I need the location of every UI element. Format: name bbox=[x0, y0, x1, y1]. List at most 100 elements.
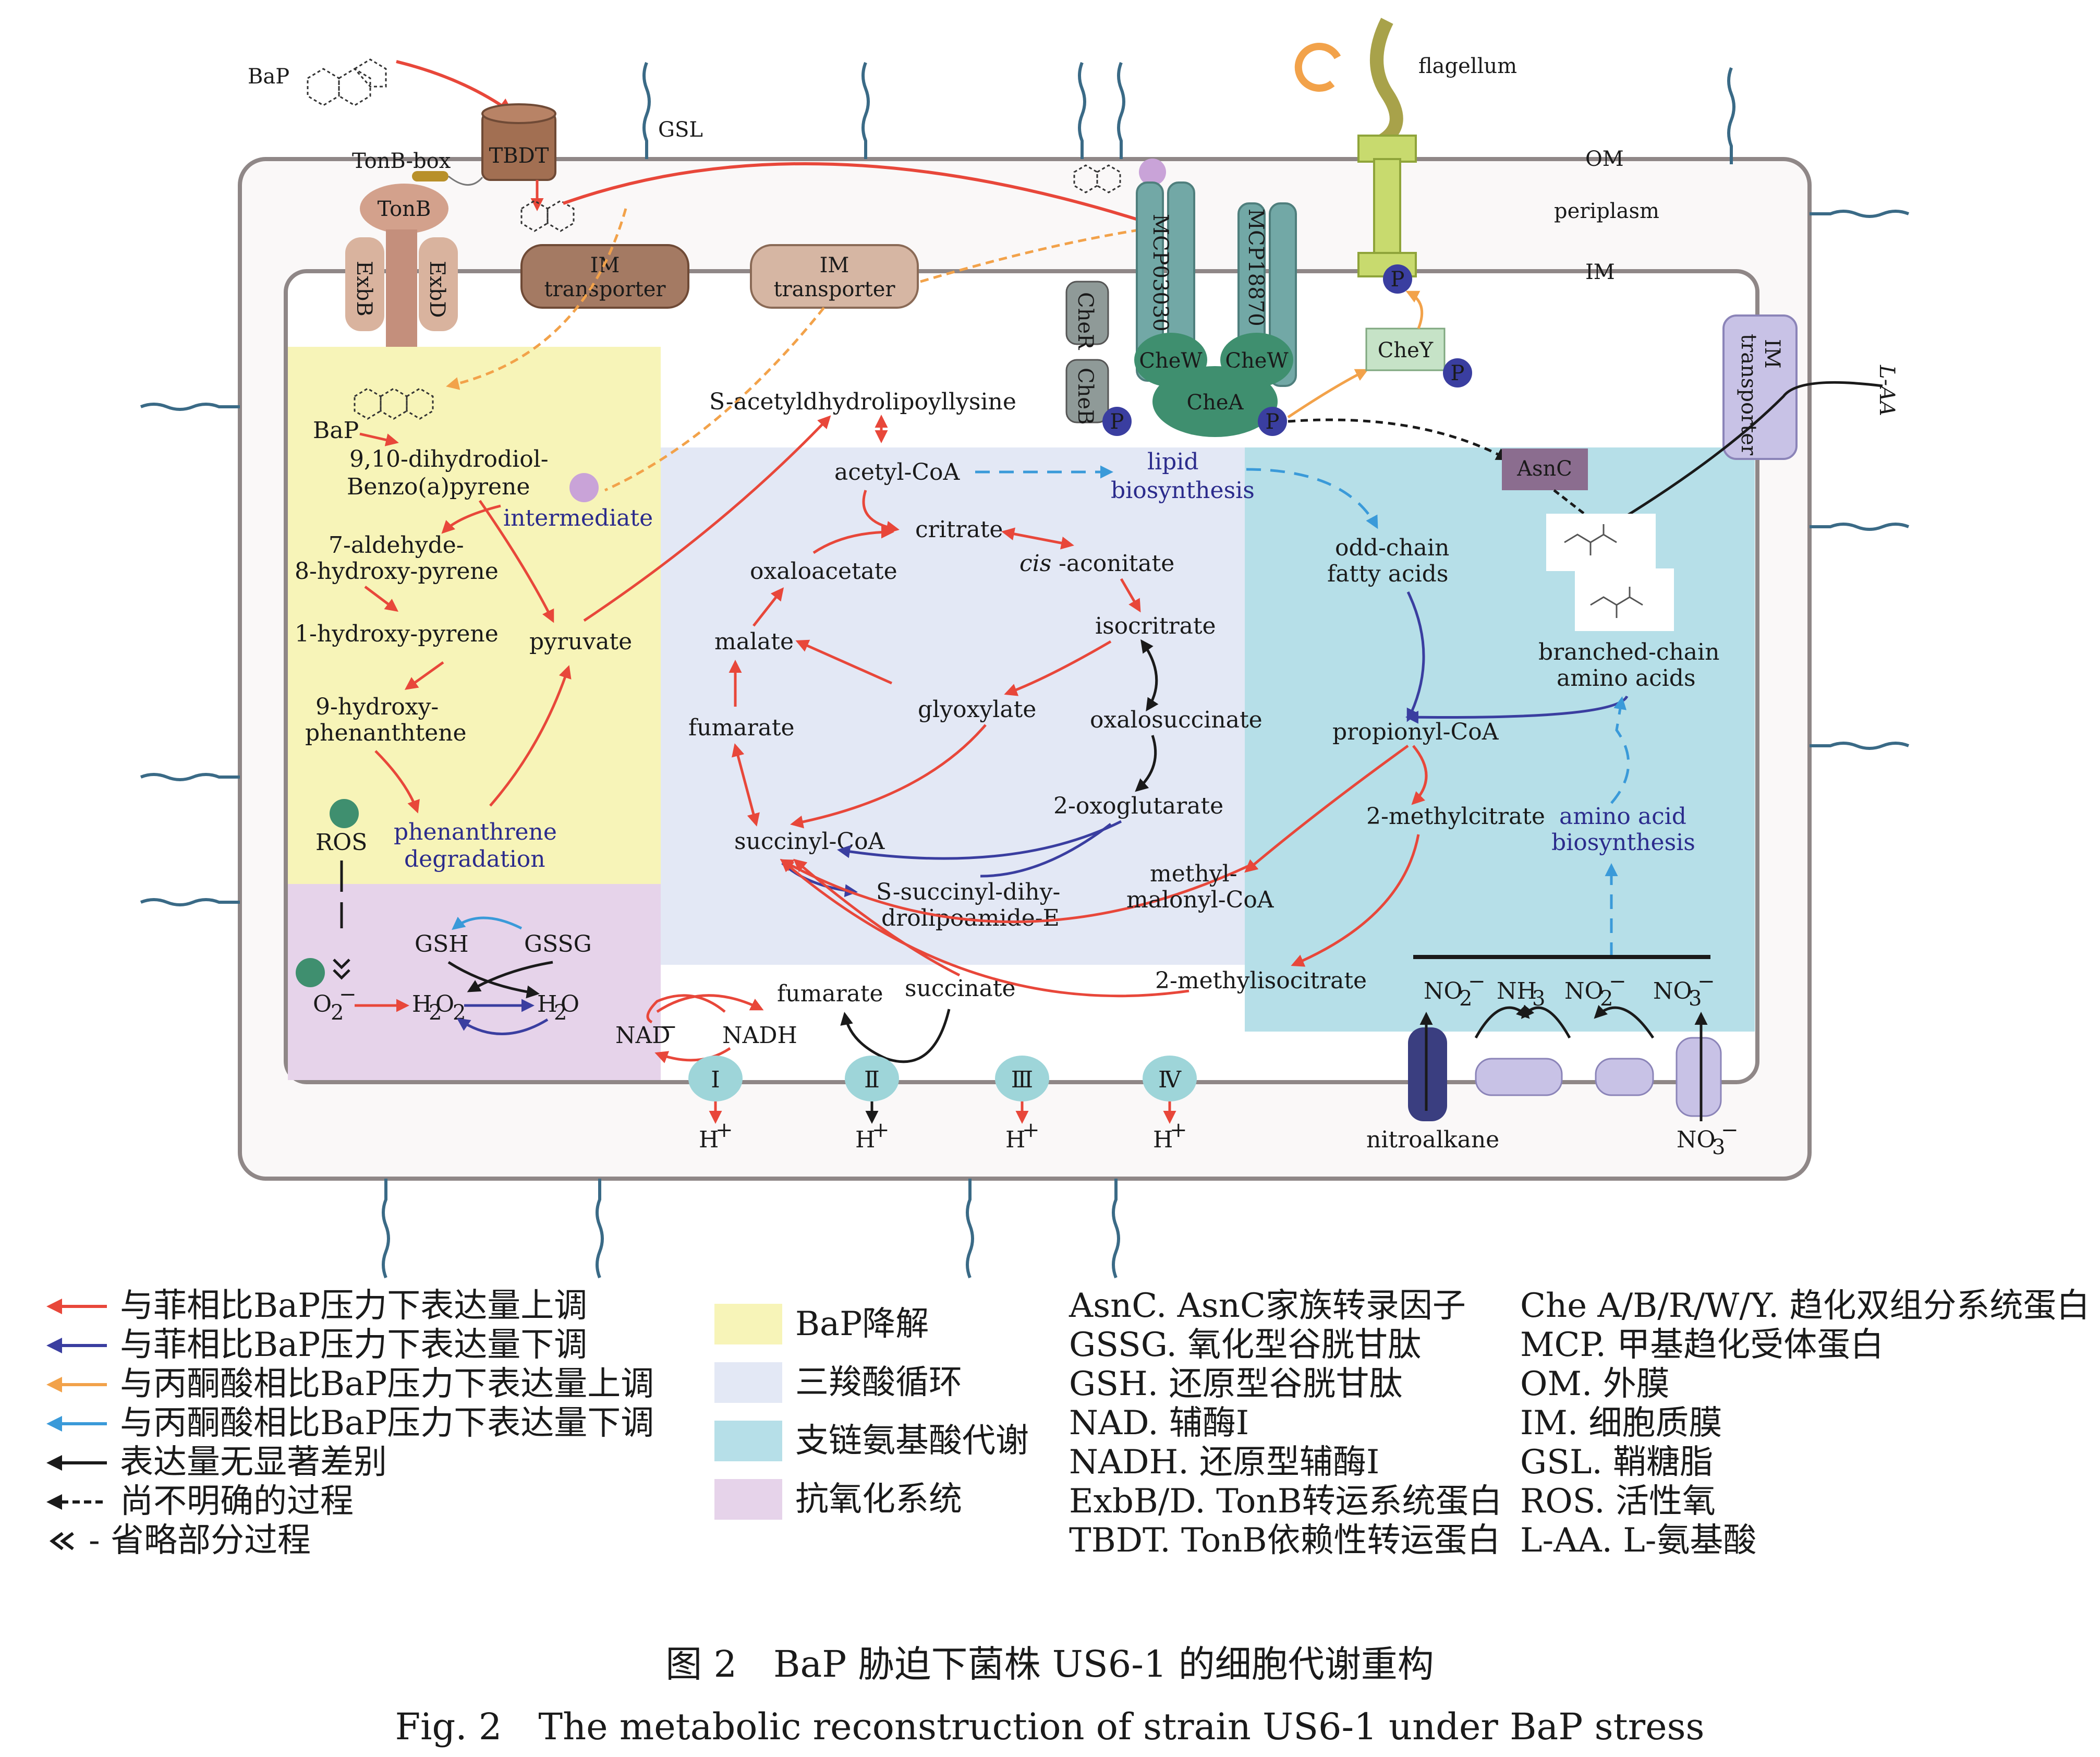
svg-text:ExbD: ExbD bbox=[425, 261, 449, 318]
im-transporter-1: IM transporter bbox=[520, 244, 689, 309]
svg-text:−: − bbox=[339, 983, 357, 1007]
bap-molecule-icon bbox=[307, 58, 387, 106]
caption-chinese: 图 2 BaP 胁迫下菌株 US6-1 的细胞代谢重构 bbox=[665, 1643, 1434, 1686]
svg-text:表达量无显著差别: 表达量无显著差别 bbox=[120, 1443, 387, 1482]
gsl-label: GSL bbox=[658, 118, 703, 142]
tonb-box-label: TonB-box bbox=[352, 149, 451, 173]
svg-text:BaP: BaP bbox=[313, 417, 359, 444]
svg-text:Ⅳ: Ⅳ bbox=[1158, 1067, 1182, 1093]
svg-text:NO: NO bbox=[1653, 978, 1692, 1004]
svg-text:与菲相比BaP压力下表达量上调: 与菲相比BaP压力下表达量上调 bbox=[120, 1287, 587, 1325]
region-bcaa-metabolism bbox=[1245, 447, 1755, 1032]
svg-text:H: H bbox=[1153, 1126, 1173, 1153]
tca-cycle: S-acetyldhydrolipoyllysine acetyl-CoA li… bbox=[688, 389, 1378, 1063]
svg-text:H: H bbox=[537, 991, 557, 1017]
svg-text:transporter: transporter bbox=[773, 277, 895, 301]
svg-text:phenanthrene: phenanthrene bbox=[394, 819, 557, 845]
svg-text:branched-chain: branched-chain bbox=[1538, 639, 1719, 665]
svg-text:3: 3 bbox=[1689, 987, 1702, 1011]
svg-text:fatty acids: fatty acids bbox=[1327, 561, 1448, 587]
svg-text:oxaloacetate: oxaloacetate bbox=[750, 558, 897, 585]
svg-text:L-AA. L-氨基酸: L-AA. L-氨基酸 bbox=[1520, 1521, 1756, 1560]
svg-text:- 省略部分过程: - 省略部分过程 bbox=[89, 1521, 311, 1560]
legend-abbreviations-1: AsnC. AsnC家族转录因子 GSSG. 氧化型谷胱甘肽 GSH. 还原型谷… bbox=[1069, 1287, 1502, 1560]
cell bbox=[238, 157, 1812, 1181]
svg-text:transporter: transporter bbox=[1737, 334, 1761, 456]
nitrogen-transporters: nitroalkane NO 3 − bbox=[1366, 1012, 1739, 1159]
intermediate-dot bbox=[569, 473, 599, 502]
svg-text:IM: IM bbox=[820, 253, 849, 277]
svg-text:fumarate: fumarate bbox=[777, 980, 883, 1007]
svg-text:2: 2 bbox=[331, 1001, 344, 1025]
svg-text:+: + bbox=[715, 1118, 733, 1142]
svg-text:ExbB/D. TonB转运系统蛋白: ExbB/D. TonB转运系统蛋白 bbox=[1069, 1482, 1502, 1521]
svg-text:H: H bbox=[1005, 1126, 1025, 1153]
cher bbox=[1065, 281, 1109, 345]
svg-text:oxalosuccinate: oxalosuccinate bbox=[1090, 707, 1263, 733]
svg-text:与丙酮酸相比BaP压力下表达量上调: 与丙酮酸相比BaP压力下表达量上调 bbox=[120, 1365, 654, 1403]
svg-text:与丙酮酸相比BaP压力下表达量下调: 与丙酮酸相比BaP压力下表达量下调 bbox=[120, 1404, 654, 1443]
antioxidant-system: O 2 − H 2 O 2 H 2 O GSH GSSG bbox=[296, 861, 592, 1035]
tonb-box bbox=[412, 171, 448, 181]
svg-text:O: O bbox=[435, 991, 454, 1017]
svg-text:BaP降解: BaP降解 bbox=[795, 1305, 929, 1343]
svg-text:transporter: transporter bbox=[544, 277, 666, 301]
svg-text:3: 3 bbox=[1712, 1135, 1725, 1159]
bap-outside-label: BaP bbox=[248, 65, 289, 89]
svg-text:malonyl-CoA: malonyl-CoA bbox=[1126, 887, 1274, 913]
svg-text:−: − bbox=[1697, 970, 1715, 993]
svg-text:AsnC: AsnC bbox=[1516, 457, 1572, 481]
svg-text:GSH. 还原型谷胱甘肽: GSH. 还原型谷胱甘肽 bbox=[1069, 1365, 1402, 1403]
svg-text:cis: cis bbox=[1019, 550, 1051, 577]
asnc bbox=[1502, 449, 1588, 490]
svg-text:Che A/B/R/W/Y. 趋化双组分系统蛋白: Che A/B/R/W/Y. 趋化双组分系统蛋白 bbox=[1520, 1287, 2090, 1325]
svg-text:抗氧化系统: 抗氧化系统 bbox=[795, 1480, 962, 1519]
svg-text:+: + bbox=[872, 1118, 890, 1142]
region-bap-degradation bbox=[288, 347, 661, 884]
legend-regions: BaP降解 三羧酸循环 支链氨基酸代谢 抗氧化系统 bbox=[714, 1304, 1029, 1520]
svg-text:9,10-dihydrodiol-: 9,10-dihydrodiol- bbox=[349, 446, 549, 472]
flagellum-label: flagellum bbox=[1418, 54, 1517, 78]
svg-text:三羧酸循环: 三羧酸循环 bbox=[795, 1363, 962, 1402]
cher-label: CheR bbox=[1073, 292, 1097, 350]
bcaa-metabolism: odd-chain fatty acids branched-chain ami… bbox=[1126, 535, 1719, 1039]
svg-text:AsnC. AsnC家族转录因子: AsnC. AsnC家族转录因子 bbox=[1069, 1287, 1466, 1325]
svg-text:尚不明确的过程: 尚不明确的过程 bbox=[120, 1482, 354, 1521]
bap-mcp-icon bbox=[1073, 164, 1121, 193]
svg-text:OM. 外膜: OM. 外膜 bbox=[1520, 1365, 1670, 1403]
svg-text:O: O bbox=[313, 991, 332, 1017]
chey bbox=[1365, 328, 1446, 371]
svg-text:TonB: TonB bbox=[378, 197, 431, 221]
svg-text:Benzo(a)pyrene: Benzo(a)pyrene bbox=[347, 474, 530, 500]
svg-text:pyruvate: pyruvate bbox=[529, 628, 632, 655]
svg-text:P: P bbox=[1110, 410, 1124, 434]
svg-text:+: + bbox=[1022, 1118, 1040, 1142]
tonb-complex: TonB ExbB ExbD bbox=[345, 184, 458, 347]
periplasm-label: periplasm bbox=[1554, 199, 1659, 223]
svg-text:amino acid: amino acid bbox=[1559, 803, 1686, 830]
svg-text:MCP03030: MCP03030 bbox=[1148, 214, 1172, 332]
bap-periplasm-icon bbox=[520, 200, 575, 232]
svg-text:NO: NO bbox=[1424, 978, 1463, 1004]
svg-text:−: − bbox=[1468, 970, 1486, 993]
l-aa-label: L-AA bbox=[1875, 365, 1899, 416]
svg-text:+: + bbox=[1170, 1118, 1187, 1142]
svg-text:methyl-: methyl- bbox=[1150, 861, 1237, 887]
bap-degradation-pathway: BaP 9,10-dihydrodiol- Benzo(a)pyrene int… bbox=[295, 387, 831, 873]
svg-text:IM: IM bbox=[1760, 339, 1784, 369]
om-label: OM bbox=[1585, 147, 1624, 171]
svg-text:S-acetyldhydrolipoyllysine: S-acetyldhydrolipoyllysine bbox=[709, 389, 1016, 415]
tbdt: TBDT bbox=[481, 103, 556, 181]
svg-text:P: P bbox=[1451, 361, 1465, 385]
svg-text:Ⅰ: Ⅰ bbox=[711, 1067, 720, 1093]
legend: 与菲相比BaP压力下表达量上调 与菲相比BaP压力下表达量下调 与丙酮酸相比Ba… bbox=[46, 1287, 2090, 1560]
svg-text:1-hydroxy-pyrene: 1-hydroxy-pyrene bbox=[295, 621, 499, 647]
svg-text:degradation: degradation bbox=[404, 846, 545, 873]
svg-text:H: H bbox=[855, 1126, 875, 1153]
svg-text:−: − bbox=[660, 1015, 677, 1039]
im-transporter-2: IM transporter bbox=[750, 244, 919, 309]
svg-text:GSL. 鞘糖脂: GSL. 鞘糖脂 bbox=[1520, 1443, 1713, 1482]
svg-text:与菲相比BaP压力下表达量下调: 与菲相比BaP压力下表达量下调 bbox=[120, 1326, 587, 1364]
svg-text:H: H bbox=[412, 991, 432, 1017]
